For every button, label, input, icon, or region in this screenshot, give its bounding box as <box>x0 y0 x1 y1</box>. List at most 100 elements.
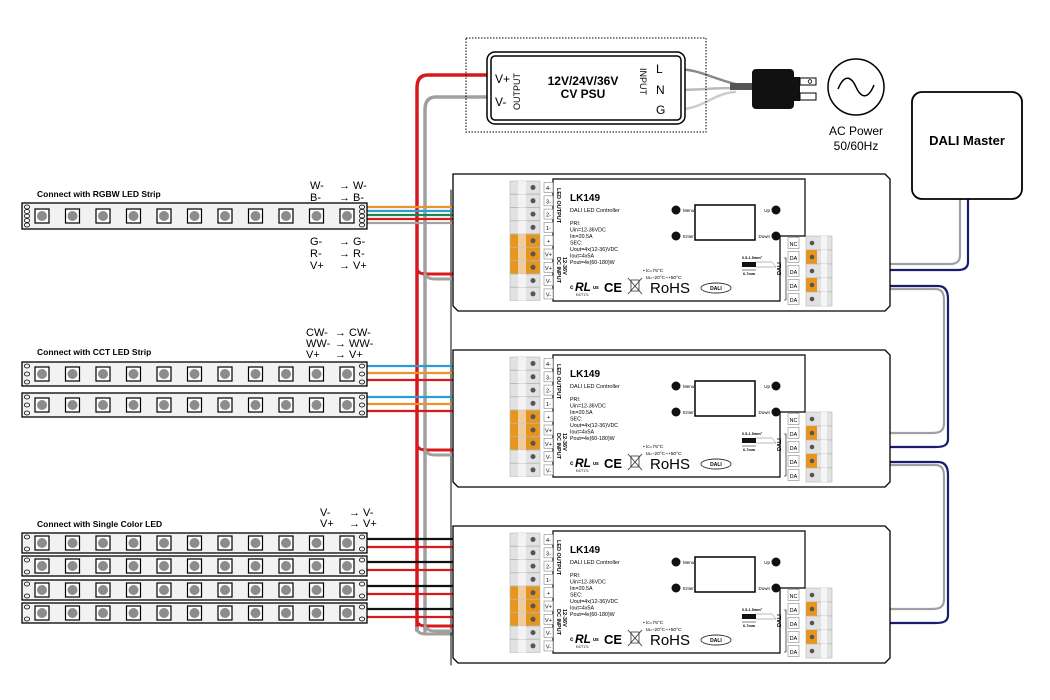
dali-pin-label: DA <box>790 298 798 304</box>
solder-pad <box>23 593 30 599</box>
terminal-screw <box>530 291 536 297</box>
dali-pin-label: DA <box>790 650 798 656</box>
single-mapping-0-arrow: → <box>349 507 360 519</box>
rgbw-mapping-0-arrow: → <box>339 180 350 192</box>
dc-voltage-label: 12-36V <box>561 609 567 627</box>
rgbw-mapping-b2-to: V+ <box>353 260 367 272</box>
led-dot <box>37 561 47 571</box>
dali-pin-label: DA <box>790 284 798 290</box>
solder-pad <box>358 546 365 552</box>
down-label: Down <box>758 410 770 415</box>
dali-pin-box <box>787 293 800 305</box>
bin-body <box>630 279 640 292</box>
menu-label: Menu <box>683 384 695 389</box>
terminal-highlight <box>518 383 526 397</box>
solder-pad <box>23 534 30 540</box>
solder-pad <box>358 222 365 228</box>
led-output-label: LED OUTPUT <box>555 364 561 400</box>
rgbw-mapping-b1-arrow: → <box>339 248 350 260</box>
pin-label: + <box>547 415 550 421</box>
led-dot <box>250 585 261 595</box>
pin-box <box>543 288 554 300</box>
led-dot <box>159 585 169 595</box>
led-dot <box>159 211 169 221</box>
rgbw-mapping-b0-arrow: → <box>339 236 350 248</box>
led-dot <box>220 608 230 618</box>
led-dot <box>128 561 139 571</box>
cct-strip-title: Connect with CCT LED Strip <box>37 347 151 357</box>
led-dot <box>250 400 261 410</box>
cct-mapping-1-arrow: → <box>335 338 346 350</box>
psu-pin-l: L <box>656 62 663 76</box>
spec-line: Pout=4x(60-180)W <box>570 260 615 266</box>
pin-label: 2- <box>546 389 551 395</box>
dali-terminal-highlight <box>821 264 827 278</box>
rgbw-strip-title: Connect with RGBW LED Strip <box>37 189 161 199</box>
menu-label: Menu <box>683 208 695 213</box>
pin-label: + <box>547 239 550 245</box>
dali-pin-label: NC <box>790 242 798 248</box>
terminal-highlight <box>518 181 526 194</box>
ul-c-mark: c <box>570 637 574 643</box>
terminal-highlight <box>518 436 526 450</box>
wire-gauge-label: 0.5-1.5mm² <box>742 256 763 260</box>
single-mapping-0-from: V- <box>320 507 331 519</box>
led-dot <box>159 400 169 410</box>
spec-line: PRI: <box>570 397 580 403</box>
terminal-screw <box>530 454 536 460</box>
solder-pad <box>358 218 365 223</box>
rgbw-mapping-0-to: W- <box>353 180 367 192</box>
led-dot <box>342 211 352 221</box>
single-strip-4 <box>21 602 368 624</box>
led-dot <box>250 538 261 548</box>
terminal-screw <box>530 563 536 569</box>
spec-line: Iout=4x5A <box>570 606 594 612</box>
controller-subtitle: DALI LED Controller <box>570 560 620 566</box>
solder-pad <box>358 616 365 622</box>
led-dot <box>189 400 200 410</box>
led-dot <box>311 400 322 410</box>
led-dot <box>311 561 322 571</box>
led-dot <box>281 538 291 548</box>
pin-label: 1- <box>546 578 551 584</box>
dali-terminal-highlight <box>821 440 827 454</box>
led-dot <box>220 369 230 379</box>
spec-line: Pout=4x(60-180)W <box>570 612 615 618</box>
pin-box <box>543 560 554 572</box>
rgbw-mapping-b0-from: G- <box>310 236 323 248</box>
spec-line: Uin=12-36VDC <box>570 228 606 234</box>
rgbw-mapping-0-from: W- <box>310 180 324 192</box>
pin-label: 4- <box>546 538 551 544</box>
led-dot <box>128 538 139 548</box>
terminal-screw <box>530 185 536 190</box>
cct-mapping-1-from: WW- <box>306 338 331 350</box>
dali-pin-label: DA <box>790 622 798 628</box>
wire-length-label: 6-7mm <box>743 448 756 452</box>
single-mapping-1-to: V+ <box>363 518 377 530</box>
dali-bracket <box>784 609 787 653</box>
spec-line: Iout=4x5A <box>570 254 594 260</box>
dali-master-label: DALI Master <box>929 133 1005 148</box>
dali-master-box <box>911 91 1023 200</box>
solder-pad <box>358 379 365 385</box>
solder-pad <box>358 604 365 610</box>
dali-logo-text: DALI <box>710 638 722 644</box>
pin-box <box>543 195 554 207</box>
dali-pin-label: DA <box>790 608 798 614</box>
dali-terminal-highlight <box>821 468 827 482</box>
down-label: Down <box>758 586 770 591</box>
led-dot <box>37 608 47 618</box>
led-dot <box>311 211 322 221</box>
pin-label: 1- <box>546 226 551 232</box>
pin-label: V- <box>546 279 551 285</box>
solder-pad <box>358 204 365 210</box>
pin-label: 4- <box>546 186 551 192</box>
led-dot <box>98 608 108 618</box>
terminal-screw <box>530 361 536 366</box>
solder-pad <box>23 363 30 369</box>
rgbw-mapping-b1-to: R- <box>353 248 365 260</box>
terminal-screw <box>530 616 536 622</box>
terminal-highlight <box>518 357 526 370</box>
led-dot <box>98 538 108 548</box>
wire-strip-icon <box>742 262 756 267</box>
